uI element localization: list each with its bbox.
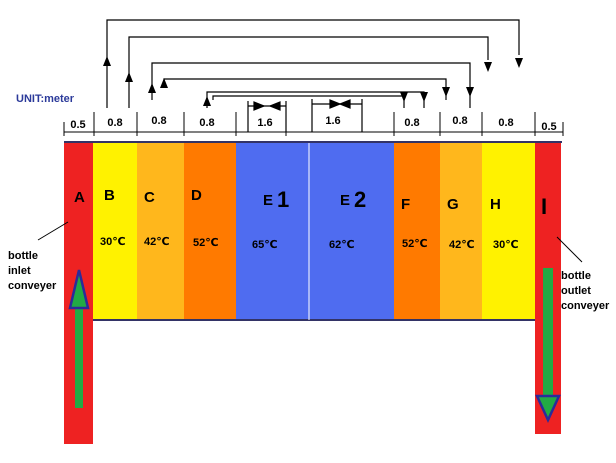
zone-temp: 52℃ [193,237,219,249]
flow-lines [106,19,520,108]
dim-label: 0.8 [404,117,419,129]
zone-letter: D [191,187,202,204]
zones [93,143,535,320]
flow-line-innermost [212,95,405,108]
zone-h [482,143,535,320]
dimension-scale [63,112,564,136]
arrow-left-icon [268,101,281,111]
arrow-down-icon [400,92,408,102]
zone-temp: 65℃ [252,239,278,251]
outlet-arrow-down-icon [535,268,561,424]
inlet-label-line: bottle [8,250,38,262]
arrow-up-icon [103,56,111,66]
zone-letter: H [490,196,501,213]
dim-label: 0.8 [107,117,122,129]
zone-temp: 52℃ [402,238,428,250]
inlet-label-line: conveyer [8,280,57,292]
arrow-down-icon [420,92,428,102]
arrow-up-icon [125,72,133,82]
zone-b [93,143,137,320]
tunnel-frame [64,141,562,321]
inlet-leader-line [37,221,69,241]
zone-number: 2 [354,187,366,212]
arrow-up-icon [148,83,156,93]
zone-d [184,143,236,320]
zone-temp: 42℃ [144,236,170,248]
outlet-label-line: outlet [561,285,591,297]
outlet-label: bottle outlet conveyer [561,270,610,312]
dim-label: 1.6 [257,117,272,129]
outlet-leader-line [556,236,583,263]
zone-temp: 62℃ [329,239,355,251]
zone-letter: G [447,196,459,213]
zone-temp: 30℃ [100,236,126,248]
zone-letter: A [74,189,85,206]
inlet-label-line: inlet [8,265,31,277]
zone-letter: I [541,194,547,219]
dim-label: 0.8 [498,117,513,129]
zone-letter: E [340,192,350,209]
dim-label: 0.8 [199,117,214,129]
zone-letter: B [104,187,115,204]
arrow-right-icon [329,99,342,109]
zone-letters: A B C D E 1 E 2 F G H I [74,187,547,219]
arrow-down-icon [484,62,492,72]
flow-arrowheads [103,56,523,106]
zone-e2 [309,143,394,320]
zone-letter: E [263,192,273,209]
zone-temp: 42℃ [449,239,475,251]
dim-label: 0.5 [70,119,85,131]
outlet-label-line: conveyer [561,300,610,312]
flow-line-second [128,36,489,108]
zone-temps: 30℃ 42℃ 52℃ 65℃ 62℃ 52℃ 42℃ 30℃ [100,236,519,251]
arrow-left-icon [338,99,351,109]
heat-exchange-markers [247,99,363,132]
zone-f [394,143,440,320]
unit-label: UNIT:meter [16,93,75,105]
inlet-arrow-up-icon [68,269,90,408]
arrow-right-icon [253,101,266,111]
zone-letter: C [144,189,155,206]
zone-g [440,143,482,320]
zone-letter: F [401,196,410,213]
dim-label: 0.8 [151,115,166,127]
flow-line-outer [106,19,520,108]
arrow-down-icon [515,58,523,68]
flow-line-third [151,62,471,108]
arrow-down-icon [442,87,450,97]
dim-label: 0.5 [541,121,556,133]
dim-label: 1.6 [325,115,340,127]
zone-number: 1 [277,187,289,212]
inlet-label: bottle inlet conveyer [8,250,57,292]
zone-c [137,143,184,320]
arrow-up-icon [203,96,211,106]
zone-temp: 30℃ [493,239,519,251]
arrow-down-icon [466,87,474,97]
flow-line-inner [206,91,425,108]
arrow-up-icon [160,78,168,88]
outlet-label-line: bottle [561,270,591,282]
dim-label: 0.8 [452,115,467,127]
dimension-labels: 0.5 0.8 0.8 0.8 1.6 1.6 0.8 0.8 0.8 0.5 [70,115,556,133]
zone-e1 [236,143,309,320]
